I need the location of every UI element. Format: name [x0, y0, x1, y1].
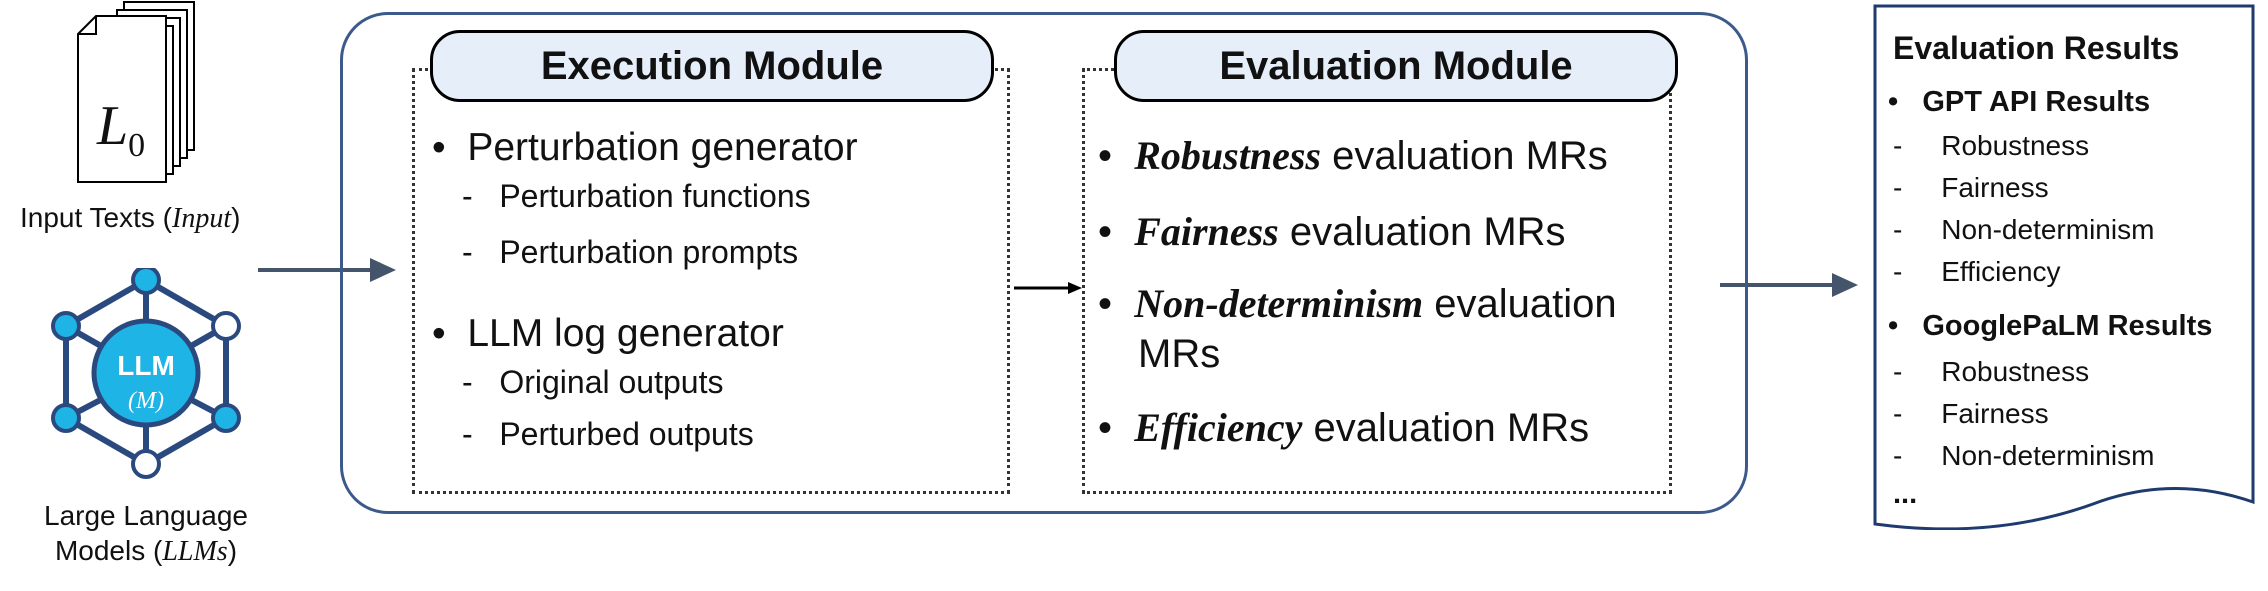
results-section-googlepalm: • GooglePaLM Results [1888, 310, 2213, 342]
llm-icon-var: (M) [128, 388, 164, 414]
results-section-gpt: • GPT API Results [1888, 86, 2151, 118]
evaluation-item-non-determinism-line2: MRs [1138, 332, 1221, 376]
llm-label: Large Language Models (LLMs) [44, 500, 248, 567]
input-texts-label: Input Texts (Input) [20, 202, 241, 234]
results-item: - Non-determinism [1893, 440, 2155, 471]
results-item: - Robustness [1893, 356, 2090, 387]
results-item: - Robustness [1893, 130, 2090, 161]
results-card [1873, 4, 2255, 530]
evaluation-item-fairness: • Fairness evaluation MRs [1098, 209, 1566, 254]
pipeline-frame [340, 12, 1748, 514]
execution-group-2: • LLM log generator [432, 312, 784, 355]
input-symbol: L0 [97, 95, 146, 165]
results-item: - Efficiency [1893, 256, 2061, 287]
results-ellipsis: ... [1893, 478, 1918, 510]
arrow-to-execution [258, 258, 396, 282]
execution-item: - Perturbation prompts [462, 234, 799, 270]
llm-icon-title: LLM [117, 350, 175, 381]
input-documents-icon [77, 1, 195, 183]
results-title: Evaluation Results [1893, 30, 2180, 66]
evaluation-item-non-determinism: • Non-determinism evaluation [1098, 281, 1617, 326]
results-item: - Fairness [1893, 398, 2049, 429]
execution-item: - Perturbation functions [462, 178, 811, 214]
arrow-execution-to-evaluation [1014, 282, 1082, 294]
evaluation-module-box [1082, 68, 1672, 494]
llm-network-icon [51, 268, 241, 479]
evaluation-item-robustness: • Robustness evaluation MRs [1098, 133, 1608, 178]
execution-module-box [412, 68, 1010, 494]
execution-item: - Original outputs [462, 364, 724, 400]
execution-item: - Perturbed outputs [462, 416, 754, 452]
execution-module-title: Execution Module [430, 30, 994, 102]
evaluation-item-efficiency: • Efficiency evaluation MRs [1098, 405, 1590, 450]
execution-group-1: • Perturbation generator [432, 126, 858, 169]
arrow-to-results [1720, 273, 1858, 297]
results-item: - Fairness [1893, 172, 2049, 203]
results-item: - Non-determinism [1893, 214, 2155, 245]
evaluation-module-title: Evaluation Module [1114, 30, 1678, 102]
